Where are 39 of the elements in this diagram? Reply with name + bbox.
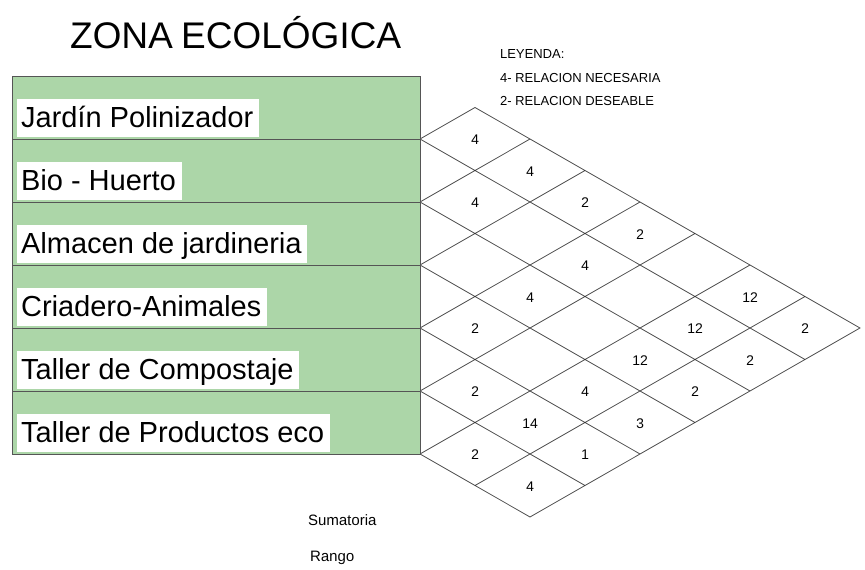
- matrix-value: 4: [581, 257, 589, 273]
- matrix-value: 14: [522, 414, 538, 430]
- matrix-value: 2: [471, 383, 479, 399]
- matrix-value: 4: [526, 478, 534, 494]
- matrix-value: 2: [471, 320, 479, 336]
- row-band: [12, 202, 421, 266]
- row-band: [12, 265, 421, 329]
- matrix-value: 4: [526, 288, 534, 304]
- row-label: Almacen de jardineria: [17, 225, 308, 263]
- row-label: Taller de Compostaje: [17, 351, 300, 389]
- matrix-value: 12: [742, 288, 758, 304]
- row-band: [12, 76, 421, 140]
- matrix-value: 2: [581, 194, 589, 210]
- matrix-value: 2: [746, 352, 754, 368]
- legend-entry: 2- RELACION DESEABLE: [500, 93, 654, 108]
- row-band: [12, 328, 421, 392]
- title: ZONA ECOLÓGICA: [70, 14, 402, 58]
- row-caption: Rango: [310, 548, 354, 565]
- row-caption: Sumatoria: [308, 512, 376, 529]
- matrix-value: 2: [691, 383, 699, 399]
- legend-entry: 4- RELACION NECESARIA: [500, 70, 660, 85]
- row-label: Criadero-Animales: [17, 288, 268, 326]
- row-band: [12, 391, 421, 455]
- matrix-value: 1: [581, 446, 589, 462]
- row-label: Jardín Polinizador: [17, 99, 260, 137]
- legend-heading: LEYENDA:: [500, 46, 564, 61]
- matrix-value: 3: [636, 414, 644, 430]
- row-label: Bio - Huerto: [17, 162, 182, 200]
- row-label: Taller de Productos eco: [17, 414, 330, 452]
- matrix-value: 4: [526, 162, 534, 178]
- matrix-value: 2: [471, 446, 479, 462]
- matrix-value: 4: [471, 194, 479, 210]
- matrix-value: 2: [801, 320, 809, 336]
- matrix-value: 12: [632, 352, 648, 368]
- matrix-value: 12: [687, 320, 703, 336]
- matrix-value: 2: [636, 226, 644, 242]
- matrix-value: 4: [581, 383, 589, 399]
- row-band: [12, 139, 421, 203]
- matrix-value: 4: [471, 131, 479, 147]
